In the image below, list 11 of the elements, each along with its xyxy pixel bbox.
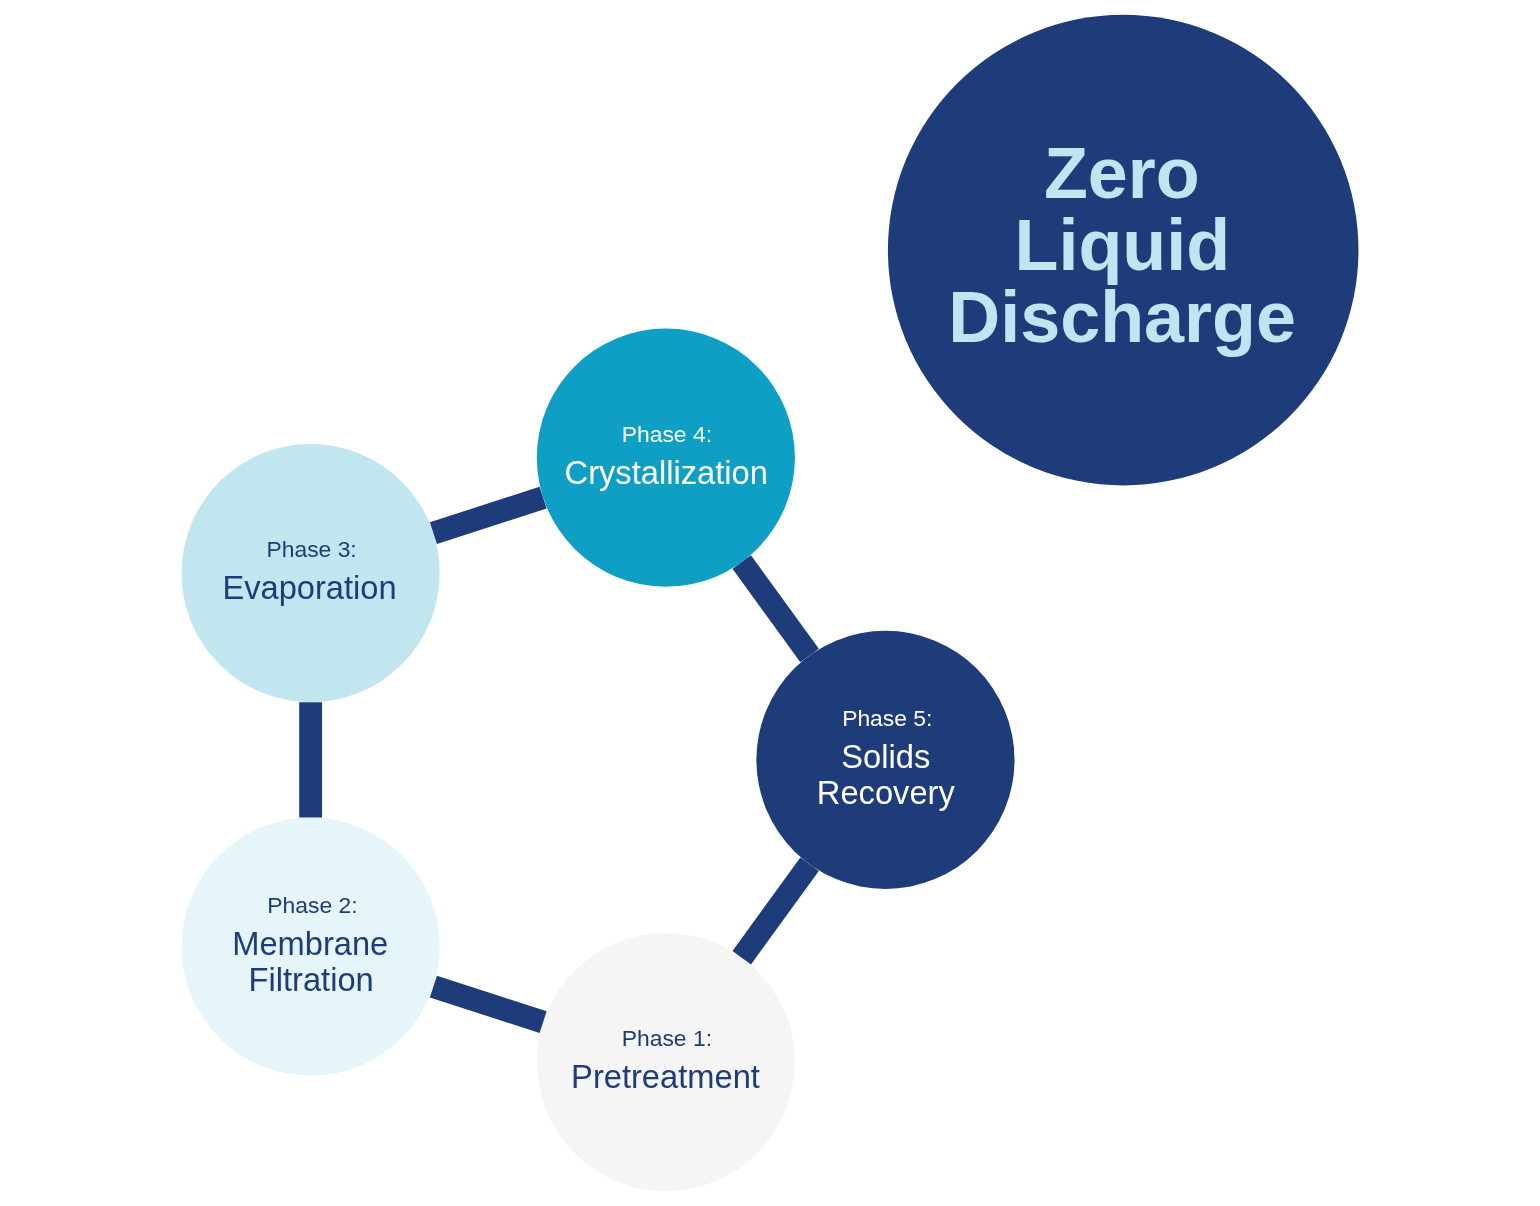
connector xyxy=(299,702,323,818)
connector xyxy=(732,857,819,965)
node-circle: Zero Liquid Discharge xyxy=(887,14,1359,486)
connector xyxy=(429,486,547,545)
node-circle: Phase 1: Pretreatment xyxy=(536,933,795,1192)
node-circle: Phase 4: Crystallization xyxy=(536,328,795,587)
connector xyxy=(429,975,547,1034)
connector xyxy=(732,555,819,663)
node-circle: Phase 5: Solids Recovery xyxy=(756,630,1015,889)
node-circle: Phase 2: Membrane Filtration xyxy=(181,817,440,1076)
node-circle: Phase 3: Evaporation xyxy=(181,444,440,703)
